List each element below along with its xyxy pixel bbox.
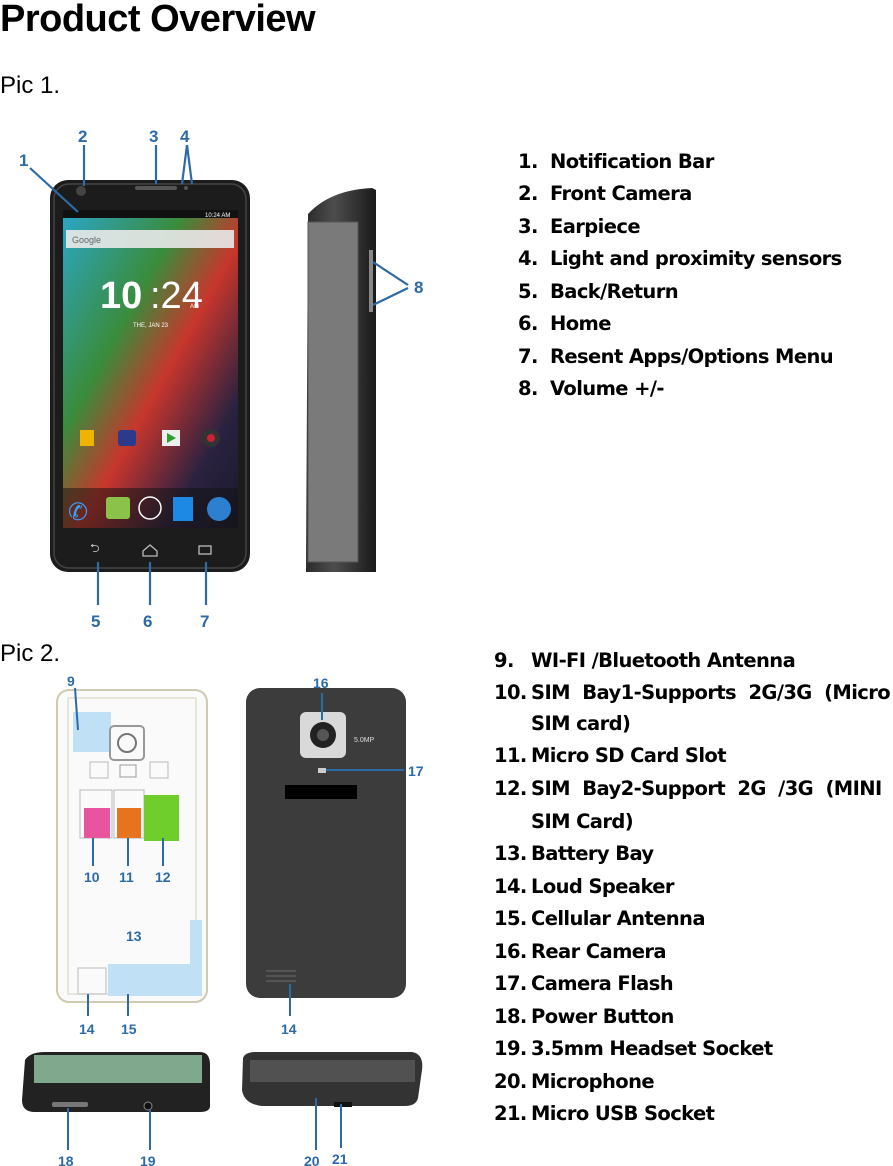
legend-item: 3.Earpiece (518, 215, 641, 238)
svg-text:10:24 AM: 10:24 AM (205, 213, 230, 219)
earpiece-grill (135, 186, 177, 190)
sensor-dot (184, 186, 188, 190)
back-icon: ⮌ (90, 541, 100, 555)
wifi-antenna (73, 712, 111, 752)
legend-item: 8.Volume +/- (518, 377, 664, 400)
callout-1: 1 (19, 151, 28, 170)
legend-item: 19.3.5mm Headset Socket (494, 1037, 773, 1060)
headset-socket (143, 1101, 153, 1111)
redaction-bar (285, 785, 357, 799)
phone-icon: ✆ (68, 499, 88, 526)
usb-socket (334, 1102, 352, 1107)
app-icon (118, 430, 136, 446)
contacts-icon (173, 497, 193, 521)
speaker-cutout (77, 967, 107, 995)
callout-17: 17 (408, 763, 424, 779)
legend-item: 20.Microphone (494, 1070, 655, 1093)
messaging-icon (106, 497, 130, 519)
legend-item: 6.Home (518, 312, 611, 335)
svg-text:Google: Google (72, 235, 101, 245)
camera-cutout (117, 733, 137, 753)
legend-item: 5.Back/Return (518, 280, 679, 303)
legend-item-continued: SIM Card) (531, 810, 634, 833)
callout-20: 20 (304, 1153, 320, 1166)
cellular-antenna (108, 964, 190, 996)
sd-slot (117, 808, 141, 838)
legend-item: 12.SIM Bay2-Support 2G /3G (MINI (494, 777, 882, 800)
callout-8: 8 (414, 278, 423, 297)
sim1-slot (84, 808, 110, 838)
svg-text:10: 10 (100, 275, 142, 317)
pic2-label: Pic 2. (0, 640, 61, 667)
legend-item: 13.Battery Bay (494, 842, 654, 865)
phone-screen (63, 210, 238, 528)
callout-18: 18 (58, 1153, 74, 1166)
callout-13: 13 (126, 928, 142, 944)
callout-4: 4 (180, 127, 190, 146)
app-icon (80, 430, 94, 446)
phone-side-glass (308, 222, 358, 562)
callout-10: 10 (84, 869, 100, 885)
legend-item: 14.Loud Speaker (494, 875, 675, 898)
legend-item: 9.WI-FI /Bluetooth Antenna (494, 649, 796, 672)
callout-11: 11 (119, 869, 134, 885)
callout-2: 2 (78, 127, 87, 146)
volume-rocker (369, 250, 373, 312)
callout-14: 14 (281, 1021, 297, 1037)
legend-item: 2.Front Camera (518, 182, 692, 205)
front-camera-lens (76, 186, 86, 196)
callout-6: 6 (143, 612, 152, 631)
legend-item: 17.Camera Flash (494, 972, 674, 995)
svg-text::24: :24 (150, 275, 203, 317)
legend-item: 18.Power Button (494, 1005, 674, 1028)
callout-5: 5 (91, 612, 100, 631)
camera-flash (318, 768, 326, 773)
legend-item: 10.SIM Bay1-Supports 2G/3G (Micro (494, 681, 891, 704)
svg-text:5.0MP: 5.0MP (354, 737, 375, 744)
legend-item: 21.Micro USB Socket (494, 1102, 715, 1125)
power-button (52, 1102, 88, 1107)
pic1-illustration: 10:24 AM Google 10 :24 AM THE, JAN 23 ✆ … (19, 127, 423, 631)
callout-19: 19 (140, 1153, 156, 1166)
callout-15: 15 (121, 1021, 137, 1037)
legend-item: 7.Resent Apps/Options Menu (518, 345, 834, 368)
callout-9: 9 (67, 673, 75, 689)
page-title: Product Overview (0, 0, 316, 40)
search-bar (66, 230, 234, 248)
browser-icon (207, 497, 231, 521)
legend-item-continued: SIM card) (531, 712, 631, 735)
callout-3: 3 (149, 127, 158, 146)
pic2-illustration: 5.0MP 9 10 11 12 13 14 15 14 16 (22, 673, 424, 1166)
legend-item: 11.Micro SD Card Slot (494, 744, 727, 767)
legend-item: 4.Light and proximity sensors (518, 247, 842, 270)
callout-14: 14 (79, 1021, 95, 1037)
app-drawer-icon (138, 496, 162, 520)
callout-21: 21 (332, 1151, 348, 1166)
legend-item: 16.Rear Camera (494, 940, 667, 963)
home-icon (142, 544, 158, 557)
legend-item: 15.Cellular Antenna (494, 907, 705, 930)
callout-12: 12 (155, 869, 171, 885)
recent-apps-icon (198, 545, 212, 555)
pic1-label: Pic 1. (0, 72, 61, 99)
callout-7: 7 (200, 612, 209, 631)
legend-item: 1.Notification Bar (518, 150, 714, 173)
sim2-slot (144, 795, 179, 841)
phone-back-inner (56, 689, 208, 1003)
svg-text:AM: AM (190, 304, 199, 310)
callout-16: 16 (313, 675, 329, 691)
svg-text:THE, JAN 23: THE, JAN 23 (133, 323, 169, 329)
phone-back-cover (246, 688, 406, 998)
